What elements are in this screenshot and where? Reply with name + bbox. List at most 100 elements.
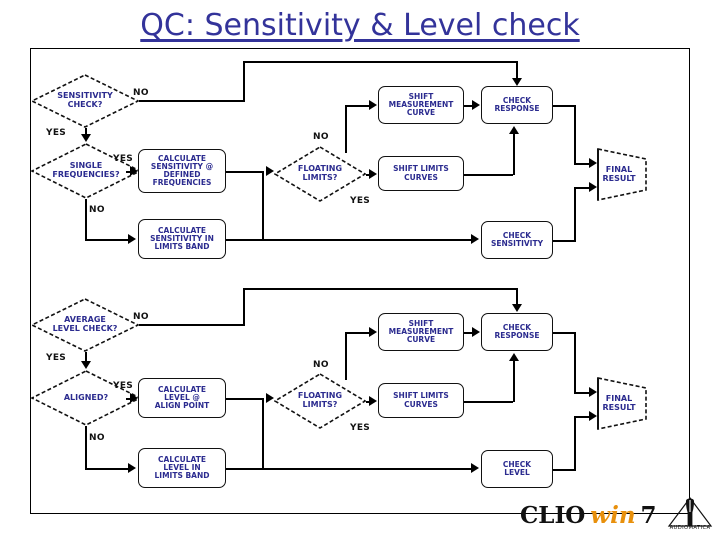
arrow-cr-to-final: [589, 158, 597, 168]
connector-avg-no-h1: [139, 324, 244, 326]
arrow-floating-no: [369, 100, 377, 110]
arrow-aligned-yes: [130, 393, 138, 403]
slide-content-frame: [30, 48, 690, 514]
arrow-slc-into-cr: [509, 126, 519, 134]
connector-floating-no-h: [345, 105, 370, 107]
arrow-smc-to-cr: [472, 100, 480, 110]
diamond-shape: [274, 146, 366, 202]
diamond-shape: [31, 370, 141, 426]
page-title: QC: Sensitivity & Level check: [140, 8, 580, 43]
connector-to-check-level: [262, 468, 473, 470]
arrow-floating2-no: [369, 327, 377, 337]
connector-calc4-out: [226, 468, 264, 470]
arrow-avg-no-into-check-response: [512, 304, 522, 312]
arrow-singlefreq-no: [128, 234, 136, 244]
connector-slc-h: [464, 174, 513, 176]
audiomatica-triangle-icon: AUDIOMATICA: [667, 496, 712, 531]
connector-calc1-out: [226, 171, 264, 173]
connector-sens-yes-v: [85, 128, 87, 136]
node-label: ALIGNED?: [63, 392, 109, 402]
connector-avg-no-v1: [243, 288, 245, 326]
arrow-into-floating-limits: [266, 166, 274, 176]
arrow-singlefreq-yes: [130, 166, 138, 176]
logo-version-text: 7: [640, 501, 657, 529]
arrow-into-floating-limits-2: [266, 393, 274, 403]
connector-floating2-no-v: [345, 332, 347, 380]
connector-slc-v: [513, 133, 515, 175]
arrow-floating-yes: [369, 169, 377, 179]
arrow-aligned-no: [128, 463, 136, 473]
edge-label-average-yes: YES: [46, 353, 67, 363]
arrow-to-check-level: [471, 463, 479, 473]
arrow-cr2-to-final: [589, 387, 597, 397]
edge-label-floating-no: NO: [313, 132, 329, 142]
terminator-shape: [597, 148, 647, 201]
connector-singlefreq-yes-h: [126, 171, 132, 173]
arrow-floating2-yes: [369, 396, 377, 406]
edge-label-floating2-no: NO: [313, 360, 329, 370]
connector-cr-h: [553, 105, 575, 107]
terminator-shape: [597, 377, 647, 430]
logo-win-text: win: [590, 501, 636, 529]
edge-label-floating-yes: YES: [350, 196, 371, 206]
connector-cr-h2: [574, 163, 592, 165]
connector-cr2-h: [553, 332, 575, 334]
edge-label-sensitivity-no: NO: [133, 88, 149, 98]
node-aligned[interactable]: ALIGNED?: [31, 370, 141, 426]
edge-label-aligned-yes: YES: [113, 381, 134, 391]
edge-label-sensitivity-yes: YES: [46, 128, 67, 138]
connector-floating2-no-h: [345, 332, 370, 334]
connector-cl-h2: [574, 416, 592, 418]
connector-singlefreq-no-v: [85, 199, 87, 239]
connector-avg-no-h2: [243, 288, 517, 290]
connector-sens-no-h2: [243, 61, 517, 63]
connector-cr2-v: [574, 332, 576, 392]
connector-calc3-out: [226, 398, 264, 400]
connector-cl-v: [574, 416, 576, 471]
connector-singlefreq-no-h: [85, 239, 130, 241]
connector-slc2-h: [464, 401, 513, 403]
connector-avg-no-v2: [516, 288, 518, 305]
arrow-cs-to-final: [589, 182, 597, 192]
connector-cs-h2: [574, 187, 592, 189]
clio-win-logo: CLIO win 7 AUDIOMATICA: [520, 496, 713, 532]
connector-cs-h: [553, 240, 575, 242]
diamond-shape: [274, 373, 366, 429]
connector-calc2-merge-v: [262, 398, 264, 469]
connector-aligned-no-h: [85, 468, 130, 470]
arrow-to-check-sens: [471, 234, 479, 244]
arrow-sens-no-into-check-response: [512, 78, 522, 86]
edge-label-aligned-no: NO: [89, 433, 105, 443]
